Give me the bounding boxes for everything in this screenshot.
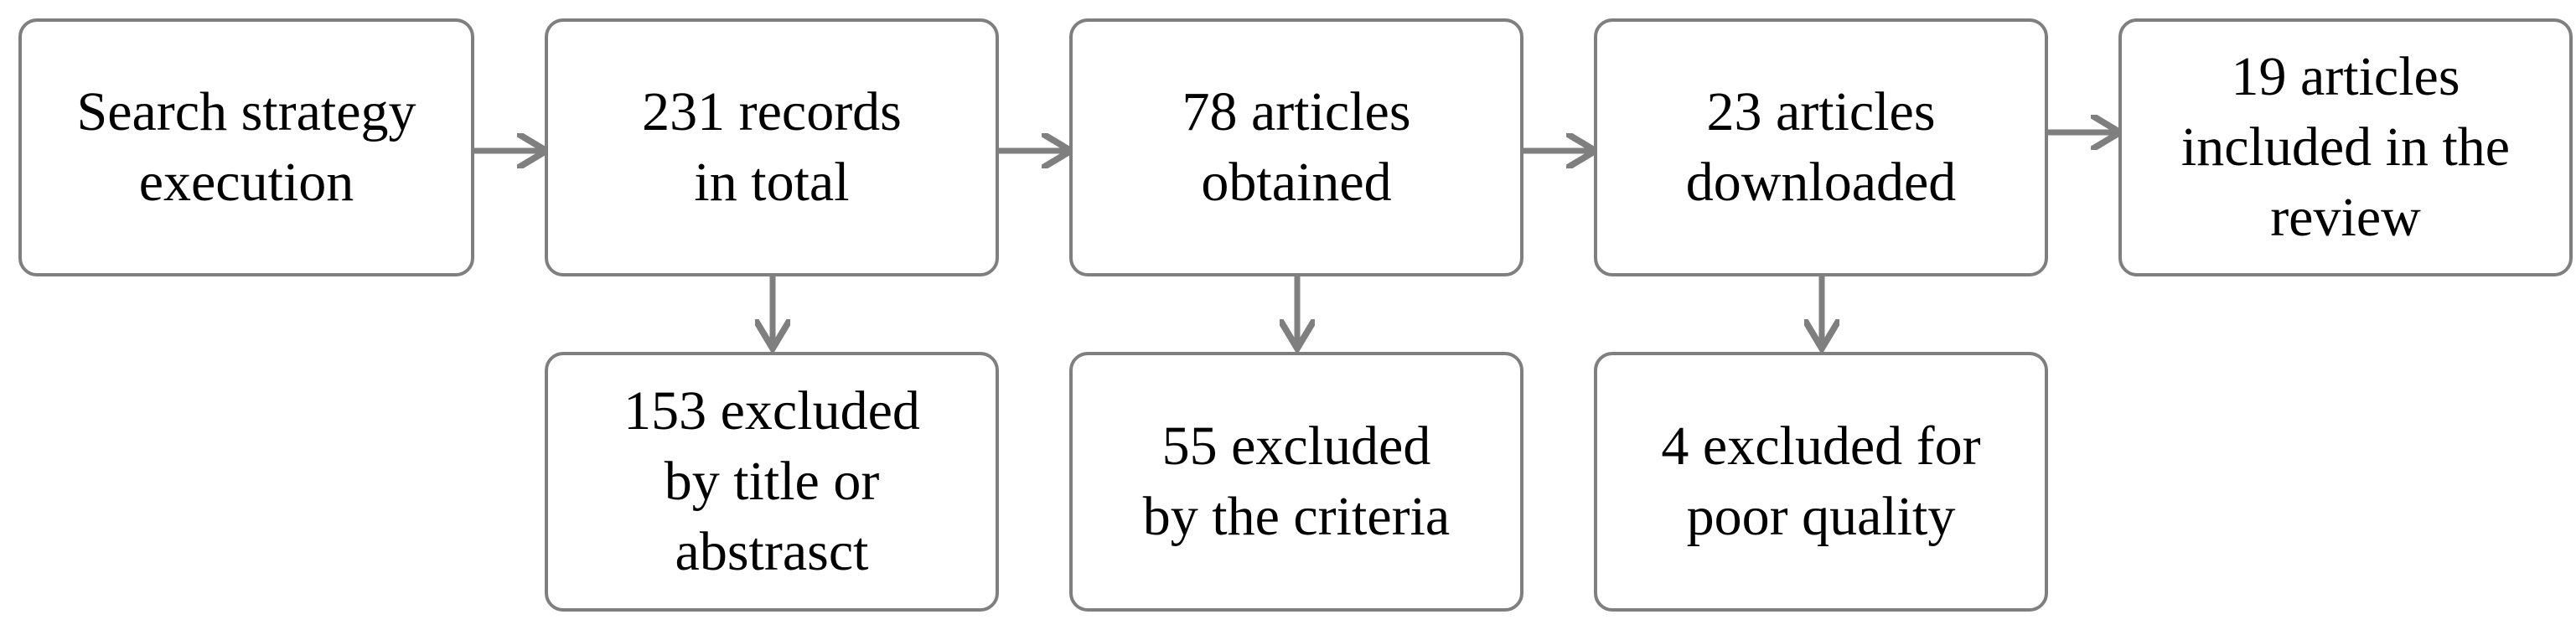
box-excluded-criteria-line1: 55 excluded (1161, 416, 1431, 477)
box-excluded-criteria-line2: by the criteria (1142, 486, 1451, 547)
box-records-total-line2: in total (694, 152, 850, 213)
box-search-strategy: Search strategy execution (18, 18, 474, 276)
box-articles-obtained-line2: obtained (1201, 152, 1392, 213)
box-articles-included: 19 articles included in the review (2118, 18, 2573, 276)
box-records-total-line1: 231 records (642, 81, 902, 142)
box-excluded-poor-quality-line1: 4 excluded for (1661, 416, 1981, 477)
box-excluded-title-abstract-line1: 153 excluded (623, 380, 920, 442)
box-excluded-criteria: 55 excluded by the criteria (1069, 352, 1523, 612)
box-excluded-title-abstract-line2: by title or (664, 451, 880, 512)
box-articles-included-line2: included in the (2180, 116, 2511, 178)
box-records-total: 231 records in total (545, 18, 999, 276)
box-articles-downloaded-line1: 23 articles (1706, 81, 1936, 142)
box-excluded-title-abstract: 153 excluded by title or abstrasct (545, 352, 999, 612)
box-excluded-poor-quality: 4 excluded for poor quality (1594, 352, 2048, 612)
box-excluded-poor-quality-line2: poor quality (1686, 486, 1956, 547)
box-excluded-title-abstract-line3: abstrasct (675, 521, 869, 582)
box-articles-included-line1: 19 articles (2231, 46, 2460, 107)
box-search-strategy-line2: execution (138, 152, 354, 213)
box-search-strategy-line1: Search strategy (76, 81, 416, 142)
box-articles-downloaded: 23 articles downloaded (1594, 18, 2048, 276)
box-articles-included-line3: review (2270, 187, 2421, 248)
box-articles-downloaded-line2: downloaded (1685, 152, 1957, 213)
box-articles-obtained: 78 articles obtained (1069, 18, 1523, 276)
box-articles-obtained-line1: 78 articles (1182, 81, 1411, 142)
